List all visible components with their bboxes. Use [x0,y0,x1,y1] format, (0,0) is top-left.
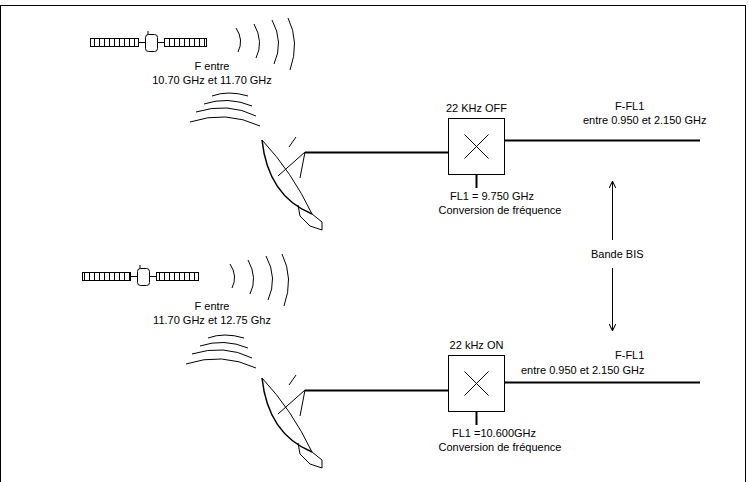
box-heading: 22 KHz OFF [446,102,507,115]
annotation: F entre [194,60,231,73]
box-heading: 22 kHz ON [450,339,504,352]
annotation: FL1 = 9.750 GHz [449,190,535,203]
annotation: entre 0.950 et 2.150 GHz [520,364,646,377]
mixer-box: 22 KHz OFF [448,118,505,175]
annotation: Bande BIS [590,248,645,261]
annotation: 10.70 GHz et 11.70 GHz [151,74,273,87]
annotation: entre 0.950 et 2.150 GHz [582,114,708,127]
satellite [91,31,207,52]
waves [186,254,289,368]
annotation: F entre [194,300,231,313]
dish [262,375,322,468]
mixer-box: 22 kHz ON [448,355,505,412]
dish [262,137,322,230]
cable [305,152,449,154]
annotation: F-FL1 [614,100,645,113]
oscillator-input [476,412,478,425]
cable [305,390,449,392]
arrow [612,268,613,330]
arrow [612,182,613,240]
mixer-symbol [449,356,504,411]
cable [504,382,700,384]
annotation: Conversion de fréquence [438,441,563,454]
annotation: F-FL1 [614,349,645,362]
annotation: Conversion de fréquence [438,204,563,217]
satellite [83,265,199,286]
cable [504,140,700,142]
waves [190,18,295,126]
annotation: FL1 =10.600GHz [451,427,537,440]
oscillator-input [476,175,478,188]
annotation: 11.70 GHz et 12.75 Ghz [152,314,272,327]
mixer-symbol [449,119,504,174]
